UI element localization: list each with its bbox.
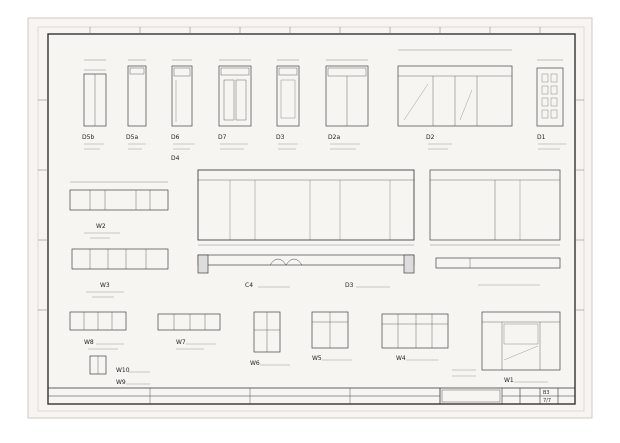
inner-frame	[47, 33, 576, 405]
note-lines-row2	[84, 232, 540, 298]
label-d2a: D2a	[328, 134, 340, 141]
label-w3: W3	[100, 282, 110, 289]
label-d5b: D5b	[82, 134, 94, 141]
label-d1: D1	[537, 134, 546, 141]
label-w1: W1	[504, 377, 514, 384]
label-w8: W8	[84, 339, 94, 346]
sheet-code: B3	[543, 390, 550, 396]
title-block	[48, 387, 575, 404]
door-elevations	[83, 49, 564, 127]
label-d2: D2	[426, 134, 435, 141]
label-d6: D6	[171, 134, 180, 141]
label-w7: W7	[176, 339, 186, 346]
label-w9: W9	[116, 379, 126, 386]
window-elevations-row3	[69, 311, 561, 375]
label-d3b: D3	[345, 282, 354, 289]
grid-ticks	[38, 27, 584, 311]
label-d5a: D5a	[126, 134, 138, 141]
label-w5: W5	[312, 355, 322, 362]
label-w2: W2	[96, 223, 106, 230]
label-w10: W10	[116, 367, 130, 374]
label-d3: D3	[276, 134, 285, 141]
label-c4: C4	[245, 282, 253, 289]
label-d7: D7	[218, 134, 227, 141]
label-w6: W6	[250, 360, 260, 367]
window-elevations-row2	[69, 169, 561, 274]
note-lines-row3	[88, 343, 548, 385]
sheet-number: 7/7	[543, 398, 551, 404]
label-w4: W4	[396, 355, 406, 362]
note-lines-row1	[84, 143, 566, 150]
label-d4: D4	[171, 155, 180, 162]
outer-border	[37, 26, 585, 412]
